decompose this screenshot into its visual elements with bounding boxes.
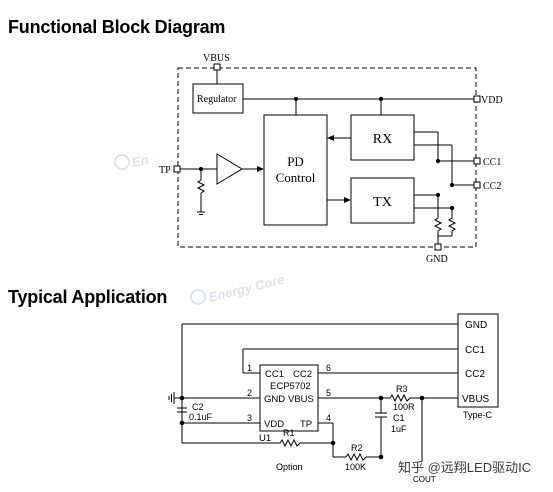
cc2-pulldown-resistor bbox=[447, 217, 457, 232]
tx-block bbox=[350, 177, 415, 224]
tp-label: TP bbox=[159, 165, 171, 176]
ic-vdd-label: VDD bbox=[264, 419, 284, 430]
typec-gnd-label: GND bbox=[465, 320, 487, 331]
ic-vbus-label: VBUS bbox=[288, 394, 314, 405]
watermark-text-left: En bbox=[131, 152, 150, 170]
ic-tp-label: TP bbox=[300, 419, 312, 430]
cc1-label: CC1 bbox=[483, 157, 501, 168]
pin-number-6: 6 bbox=[326, 363, 331, 373]
typec-cc2-label: CC2 bbox=[465, 369, 485, 380]
junction-dot bbox=[435, 158, 441, 164]
tp-pin bbox=[173, 165, 181, 173]
ic-part-label: ECP5702 bbox=[270, 381, 311, 392]
junction-dot bbox=[330, 440, 336, 446]
vdd-label: VDD bbox=[481, 95, 503, 106]
pin-number-4: 4 bbox=[326, 413, 331, 423]
cc2-pin bbox=[473, 181, 481, 189]
tx-label: TX bbox=[373, 195, 392, 210]
regulator-label: Regulator bbox=[197, 94, 237, 105]
c2-value: 0.1uF bbox=[189, 412, 213, 422]
r2-value: 100K bbox=[345, 462, 366, 472]
arrowhead bbox=[327, 135, 334, 141]
r2-ref: R2 bbox=[351, 443, 363, 453]
ic-designator: U1 bbox=[259, 433, 271, 444]
r1-ref: R1 bbox=[283, 428, 295, 438]
caption-text: 知乎 @远翔LED驱动IC bbox=[398, 460, 531, 475]
junction-dot bbox=[179, 420, 185, 426]
r1-resistor bbox=[279, 438, 301, 448]
r3-resistor bbox=[389, 393, 411, 403]
r2-resistor bbox=[345, 452, 367, 462]
pd-control-block bbox=[263, 114, 328, 226]
pin-number-5: 5 bbox=[326, 388, 331, 398]
pd-label: PD bbox=[287, 154, 304, 169]
c1-value: 1uF bbox=[391, 424, 407, 434]
r3-value: 100R bbox=[393, 402, 415, 412]
zhihu-caption: 知乎 @远翔LED驱动IC 知乎 @远翔LED驱动IC bbox=[397, 459, 533, 477]
watermark: En Energy Core bbox=[114, 152, 286, 305]
vbus-label: VBUS bbox=[203, 53, 230, 64]
control-label: Control bbox=[276, 170, 316, 185]
watermark-logo-icon bbox=[114, 154, 206, 305]
r1-value: Option bbox=[276, 462, 303, 472]
junction-dot bbox=[449, 182, 455, 188]
typec-cc1-label: CC1 bbox=[465, 345, 485, 356]
gnd-pin bbox=[434, 243, 442, 251]
typec-name-label: Type-C bbox=[463, 410, 493, 420]
arrowhead bbox=[344, 197, 351, 203]
rx-label: RX bbox=[373, 132, 392, 147]
pin-number-3: 3 bbox=[247, 413, 252, 423]
cc1-pulldown-resistor bbox=[433, 217, 443, 232]
block-diagram-heading: Functional Block Diagram bbox=[8, 17, 226, 37]
cout-label: COUT bbox=[413, 475, 436, 484]
tp-pulldown-resistor bbox=[196, 179, 206, 194]
watermark-text-center: Energy Core bbox=[207, 272, 286, 305]
typec-connector-box bbox=[457, 313, 499, 408]
vbus-pin bbox=[213, 63, 221, 71]
typical-application-heading: Typical Application bbox=[8, 287, 168, 307]
r3-ref: R3 bbox=[396, 384, 408, 394]
gnd-label: GND bbox=[426, 254, 448, 265]
arrowhead bbox=[257, 166, 264, 172]
cc1-pin bbox=[473, 157, 481, 165]
comparator-buffer bbox=[216, 153, 243, 185]
caption-outline: 知乎 @远翔LED驱动IC bbox=[398, 460, 531, 475]
c2-ref: C2 bbox=[192, 402, 204, 412]
ic-cc2-label: CC2 bbox=[293, 369, 312, 380]
typec-vbus-label: VBUS bbox=[462, 394, 490, 405]
c1-ref: C1 bbox=[393, 413, 405, 423]
ic-gnd-label: GND bbox=[264, 394, 285, 405]
vdd-pin bbox=[473, 95, 481, 103]
pin-number-1: 1 bbox=[247, 363, 252, 373]
pin-number-2: 2 bbox=[247, 388, 252, 398]
cc2-label: CC2 bbox=[483, 181, 501, 192]
ic-cc1-label: CC1 bbox=[265, 369, 284, 380]
